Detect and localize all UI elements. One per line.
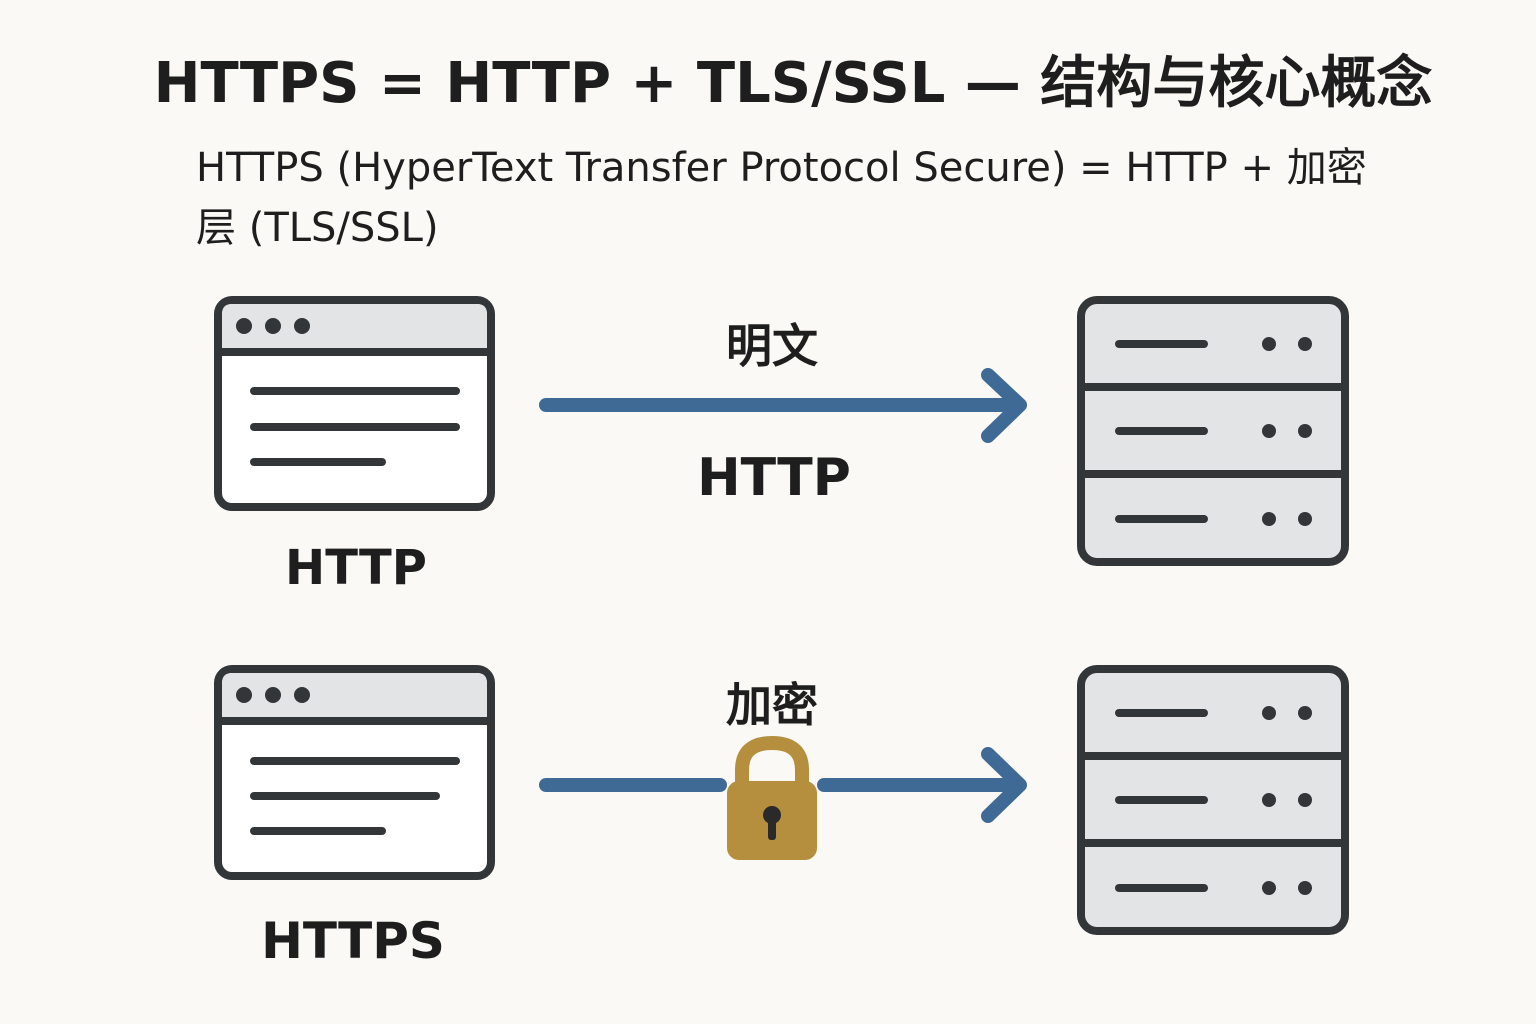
http-client-browser-icon xyxy=(214,296,495,511)
http-protocol-label: HTTP xyxy=(697,448,851,508)
https-client-label: HTTPS xyxy=(261,912,445,970)
http-plaintext-label: 明文 xyxy=(726,319,818,373)
https-client-browser-icon xyxy=(214,665,495,880)
http-arrow-icon xyxy=(539,368,1027,443)
https-encrypted-label: 加密 xyxy=(726,678,818,732)
https-arrow-icon xyxy=(539,747,1027,823)
http-server-icon xyxy=(1077,296,1349,566)
padlock-icon xyxy=(727,735,817,860)
https-server-icon xyxy=(1077,665,1349,935)
http-client-label: HTTP xyxy=(285,540,427,596)
subtitle: HTTPS (HyperText Transfer Protocol Secur… xyxy=(196,145,1367,251)
page-title: HTTPS = HTTP + TLS/SSL — 结构与核心概念 xyxy=(153,51,1433,116)
